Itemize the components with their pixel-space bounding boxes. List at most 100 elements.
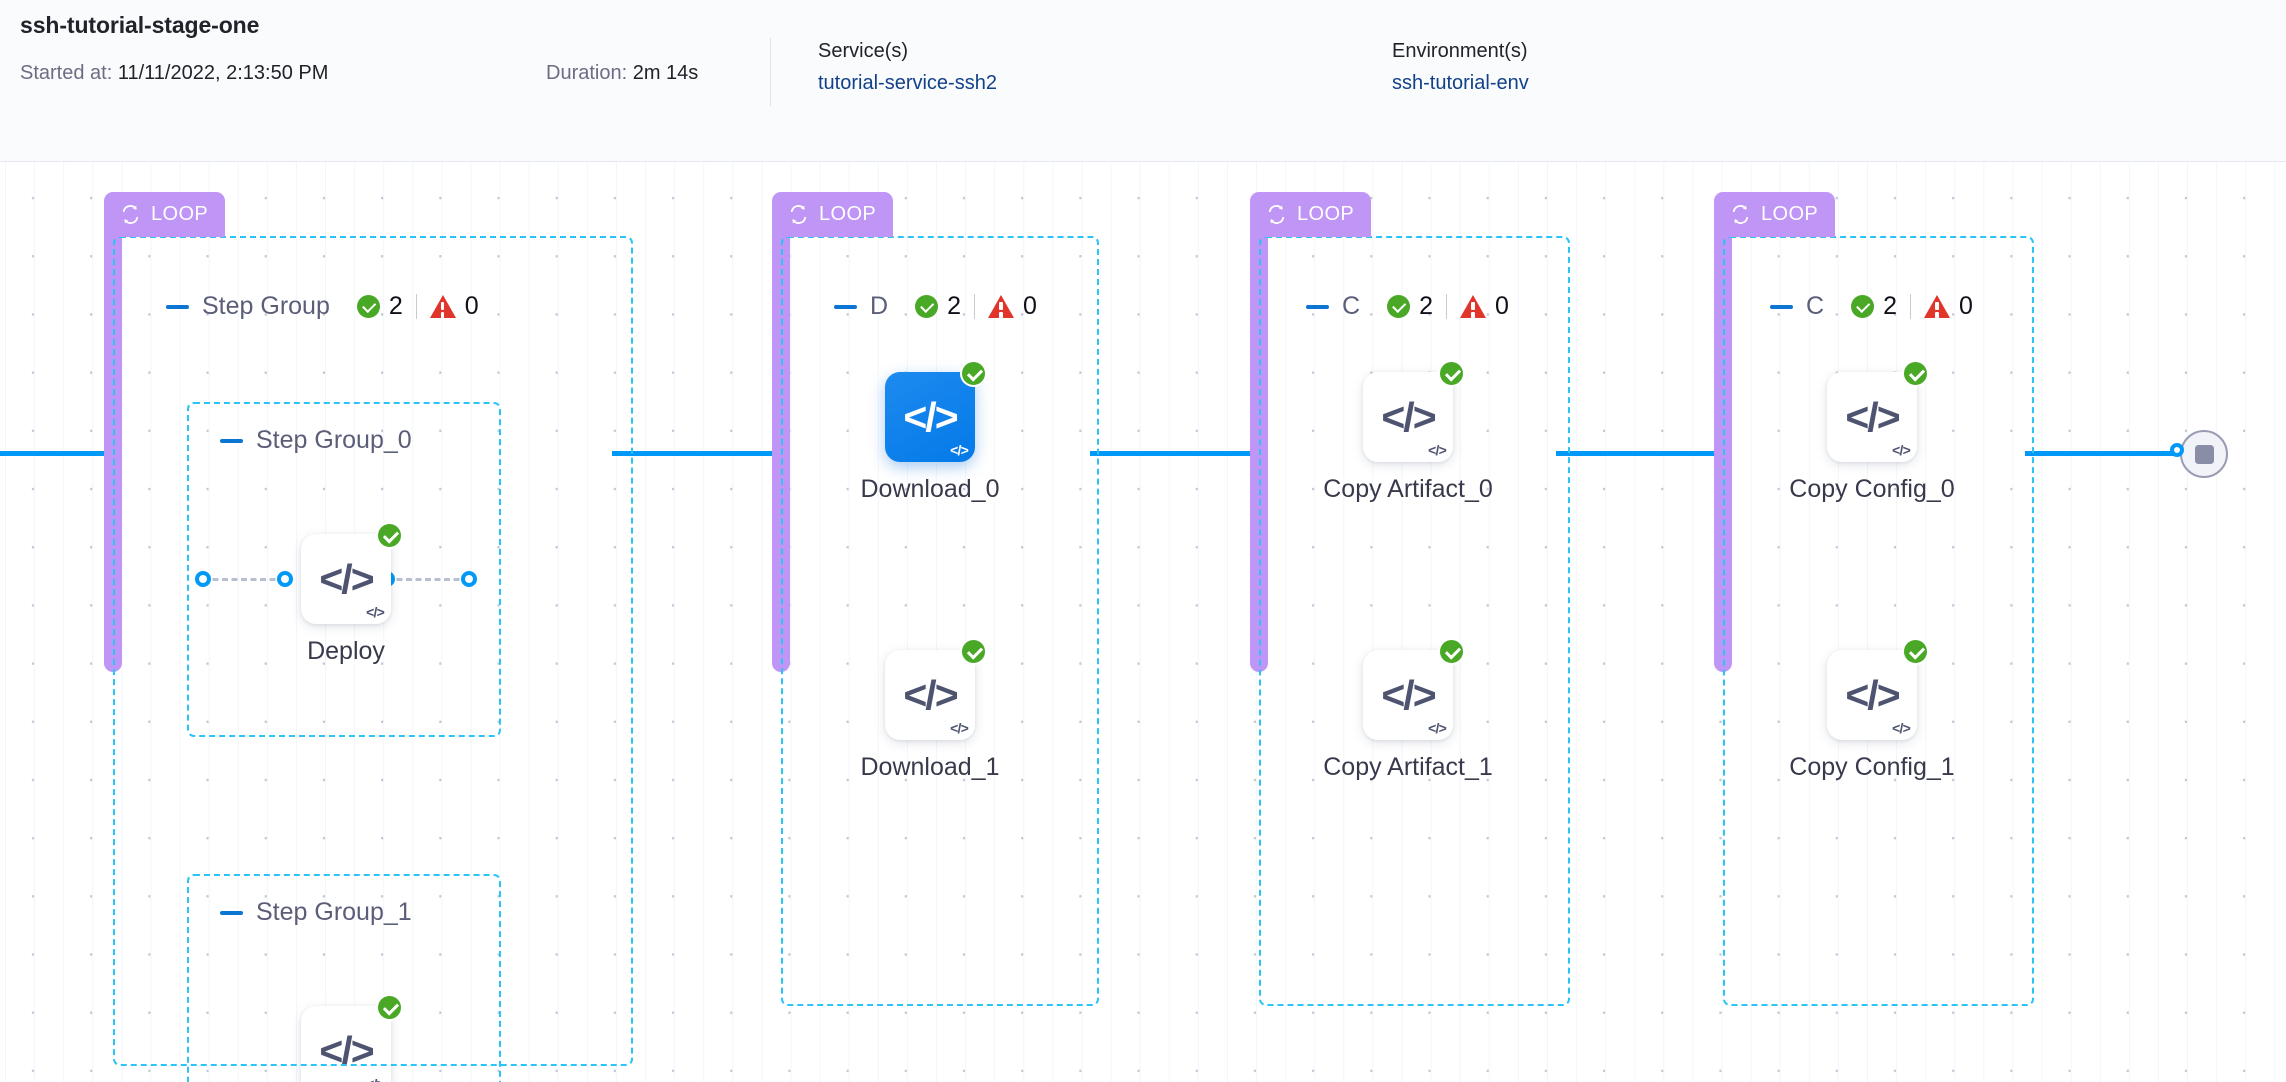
loop-badge[interactable]: LOOP [1714, 192, 1836, 237]
node-deploy[interactable]: </> </> Deploy [301, 522, 403, 665]
page-title: ssh-tutorial-stage-one [20, 12, 260, 38]
subgroup-header-1: Step Group_1 [220, 898, 412, 927]
group-header-step-group: Step Group 2 0 [166, 292, 479, 321]
service-link[interactable]: tutorial-service-ssh2 [818, 72, 997, 94]
collapse-toggle-icon[interactable] [1306, 304, 1329, 309]
group-name: D [870, 292, 889, 320]
node-box[interactable]: </> </> [885, 360, 987, 462]
node-download-0[interactable]: </> </> Download_0 [861, 360, 1000, 503]
code-icon: </> [1381, 671, 1436, 718]
node-label: Copy Artifact_1 [1323, 753, 1493, 781]
node-success-icon [960, 638, 987, 665]
node-box[interactable]: </> </> [301, 522, 403, 624]
collapse-toggle-icon[interactable] [834, 304, 857, 309]
error-count: 0 [1022, 292, 1037, 320]
success-check-icon [915, 295, 939, 318]
node-copy-config-1[interactable]: </> </> Copy Config_1 [1789, 638, 1955, 781]
subgroup-step-group-0[interactable]: Step Group_0 </> </> Deploy [187, 402, 501, 737]
node-dash-link-left [203, 578, 285, 581]
node-box[interactable]: </> </> [1827, 638, 1929, 740]
node-box[interactable]: </> </> [1363, 360, 1465, 462]
node-box[interactable]: </> </> [885, 638, 987, 740]
error-count: 0 [1958, 292, 1973, 320]
node-label: Copy Artifact_0 [1323, 475, 1493, 503]
group-header-download: D 2 0 [834, 292, 1037, 321]
node-copy-config-0[interactable]: </> </> Copy Config_0 [1789, 360, 1955, 503]
node-box[interactable]: </> </> [1827, 360, 1929, 462]
error-warning-icon [987, 295, 1014, 318]
error-count: 0 [464, 292, 479, 320]
flow-connector-0 [0, 451, 104, 456]
loop-badge-label: LOOP [819, 203, 877, 225]
loop-icon [1268, 205, 1285, 224]
node-label: Copy Config_1 [1789, 753, 1955, 781]
loop-icon [122, 205, 139, 224]
flow-connector-2 [1090, 451, 1250, 456]
subgroup-step-group-1[interactable]: Step Group_1 </> </> [187, 874, 501, 1082]
code-mini-icon: </> [1428, 442, 1447, 458]
code-mini-icon: </> [1428, 720, 1447, 736]
collapse-toggle-icon[interactable] [1770, 304, 1793, 309]
node-box[interactable]: </> </> [301, 994, 403, 1082]
node-copy-artifact-1[interactable]: </> </> Copy Artifact_1 [1323, 638, 1493, 781]
code-icon: </> [1845, 393, 1900, 440]
connector-dot-left[interactable] [277, 571, 293, 587]
group-name: Step Group [202, 292, 330, 320]
node-label: Copy Config_0 [1789, 475, 1955, 503]
group-status-counts: 2 0 [915, 292, 1037, 321]
execution-header: ssh-tutorial-stage-one Started at: 11/11… [0, 0, 2286, 162]
success-count: 2 [1883, 292, 1897, 320]
node-copy-artifact-0[interactable]: </> </> Copy Artifact_0 [1323, 360, 1493, 503]
connector-dot-far-right[interactable] [461, 571, 477, 587]
code-mini-icon: </> [1892, 442, 1911, 458]
success-count: 2 [388, 292, 403, 320]
started-at-label: Started at: [20, 62, 113, 84]
started-at-meta: Started at: 11/11/2022, 2:13:50 PM [20, 62, 328, 85]
loop-icon [1732, 205, 1749, 224]
collapse-toggle-icon[interactable] [220, 910, 243, 915]
pipeline-canvas[interactable]: LOOP Step Group 2 0 Step Group_0 [0, 162, 2286, 1082]
node-box[interactable]: </> </> [1363, 638, 1465, 740]
node-label: Download_0 [860, 475, 1000, 503]
end-node-connector-dot[interactable] [2170, 443, 2184, 457]
error-warning-icon [1459, 295, 1486, 318]
success-check-icon [1387, 295, 1411, 318]
environment-link[interactable]: ssh-tutorial-env [1392, 72, 1529, 94]
group-header-copy-config: C 2 0 [1770, 292, 1973, 321]
error-warning-icon [1923, 295, 1950, 318]
code-icon: </> [1381, 393, 1436, 440]
group-header-copy-artifact: C 2 0 [1306, 292, 1509, 321]
header-divider [770, 38, 771, 106]
node-success-icon [1438, 360, 1465, 387]
connector-dot-far-left[interactable] [195, 571, 211, 587]
loop-badge[interactable]: LOOP [104, 192, 226, 237]
loop-badge[interactable]: LOOP [772, 192, 894, 237]
subgroup-name: Step Group_1 [256, 898, 412, 926]
environments-label: Environment(s) [1392, 40, 1528, 62]
stop-square-icon [2194, 444, 2214, 464]
count-separator [973, 294, 975, 319]
loop-group-body [113, 236, 633, 1066]
node-step-group-1-step[interactable]: </> </> [301, 994, 403, 1082]
collapse-toggle-icon[interactable] [220, 438, 243, 443]
success-check-icon [356, 295, 380, 318]
node-success-icon [1902, 360, 1929, 387]
subgroup-name: Step Group_0 [256, 426, 412, 454]
code-mini-icon: </> [1892, 720, 1911, 736]
loop-badge[interactable]: LOOP [1250, 192, 1372, 237]
code-mini-icon: </> [366, 1077, 385, 1082]
started-at-value: 11/11/2022, 2:13:50 PM [117, 62, 329, 84]
flow-connector-1 [612, 451, 772, 456]
services-column: Service(s) tutorial-service-ssh2 [818, 40, 997, 95]
code-mini-icon: </> [950, 442, 969, 458]
group-name: C [1342, 292, 1361, 320]
loop-group-body [1723, 236, 2034, 1006]
pipeline-end-node[interactable] [2180, 430, 2228, 478]
duration-label: Duration: [546, 62, 628, 84]
success-check-icon [1851, 295, 1875, 318]
loop-group-body [1259, 236, 1570, 1006]
loop-icon [790, 205, 807, 224]
success-count: 2 [947, 292, 961, 320]
collapse-toggle-icon[interactable] [166, 304, 189, 309]
node-download-1[interactable]: </> </> Download_1 [861, 638, 1000, 781]
